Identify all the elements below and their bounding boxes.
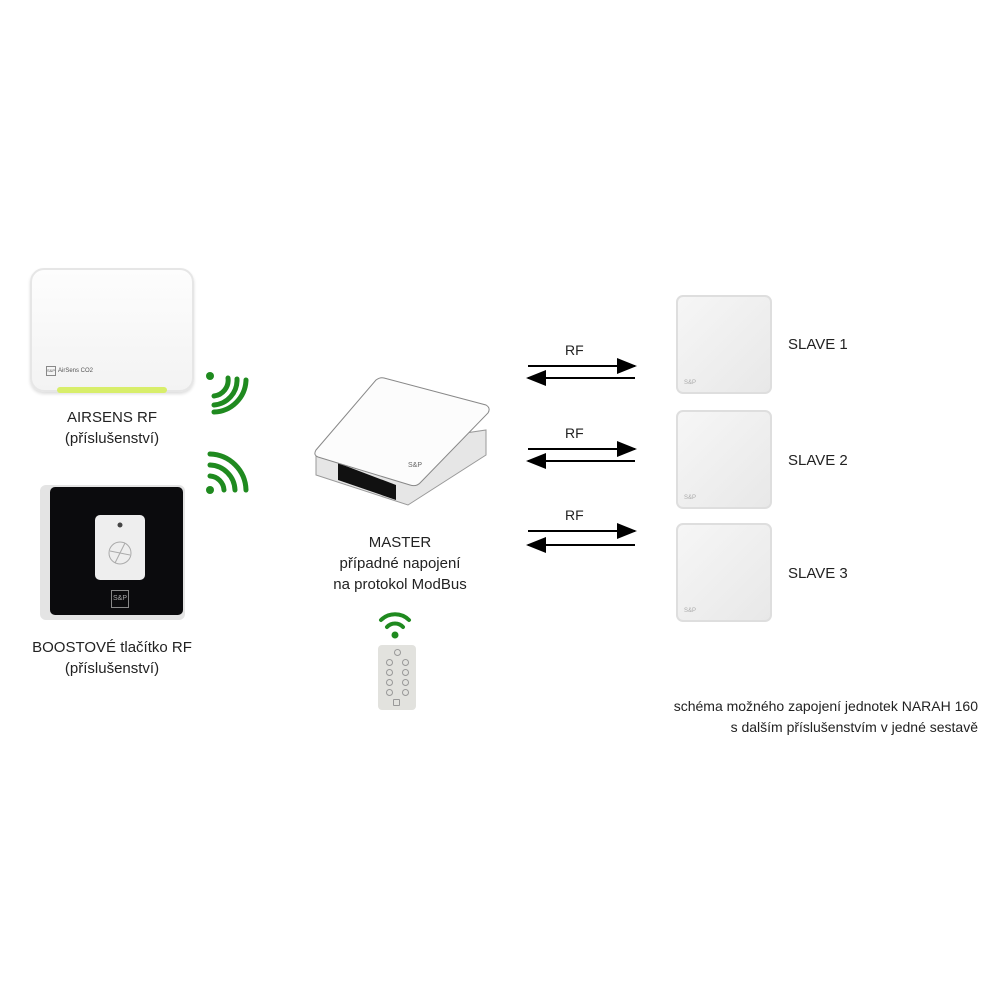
airsens-subtitle: (příslušenství) — [64, 430, 160, 447]
sp-logo: S&P — [111, 590, 129, 608]
caption-line-1: schéma možného zapojení jednotek NARAH 1… — [673, 698, 978, 714]
diagram-caption: schéma možného zapojení jednotek NARAH 1… — [674, 696, 978, 738]
master-unit-image: S&P — [314, 377, 490, 506]
slave-1-label: SLAVE 1 — [788, 336, 848, 353]
boost-button-device-image: S&P — [40, 485, 185, 620]
remote-control-image — [378, 645, 416, 710]
wifi-signal-icon — [206, 451, 249, 494]
master-line2: případné napojení — [339, 555, 461, 572]
boost-label: BOOSTOVÉ tlačítko RF (příslušenství) — [12, 637, 212, 679]
sp-logo: S&P — [46, 366, 56, 376]
rf-label-1: RF — [565, 342, 584, 358]
master-logo: S&P — [408, 462, 422, 469]
boost-subtitle: (příslušenství) — [64, 660, 160, 677]
master-line3: na protokol ModBus — [333, 576, 467, 593]
master-label: MASTER případné napojení na protokol ModBu… — [300, 532, 500, 595]
slave-3-image: S&P — [676, 523, 772, 622]
airsens-title: AIRSENS RF — [66, 409, 157, 426]
rf-label-3: RF — [565, 507, 584, 523]
slave-2-label: SLAVE 2 — [788, 452, 848, 469]
wifi-signal-icon — [206, 372, 249, 415]
slave-1-image: S&P — [676, 295, 772, 394]
slave-2-image: S&P — [676, 410, 772, 509]
boost-title: BOOSTOVÉ tlačítko RF — [32, 639, 192, 656]
caption-line-2: s dalším příslušenstvím v jedné sestavě — [730, 719, 978, 735]
rf-arrows — [526, 358, 637, 553]
rf-label-2: RF — [565, 425, 584, 441]
master-title: MASTER — [368, 534, 432, 551]
airsens-brand: AirSens CO2 — [58, 368, 94, 374]
wifi-signal-icon — [379, 612, 411, 639]
slave-3-label: SLAVE 3 — [788, 565, 848, 582]
airsens-label: AIRSENS RF (příslušenství) — [32, 407, 192, 449]
